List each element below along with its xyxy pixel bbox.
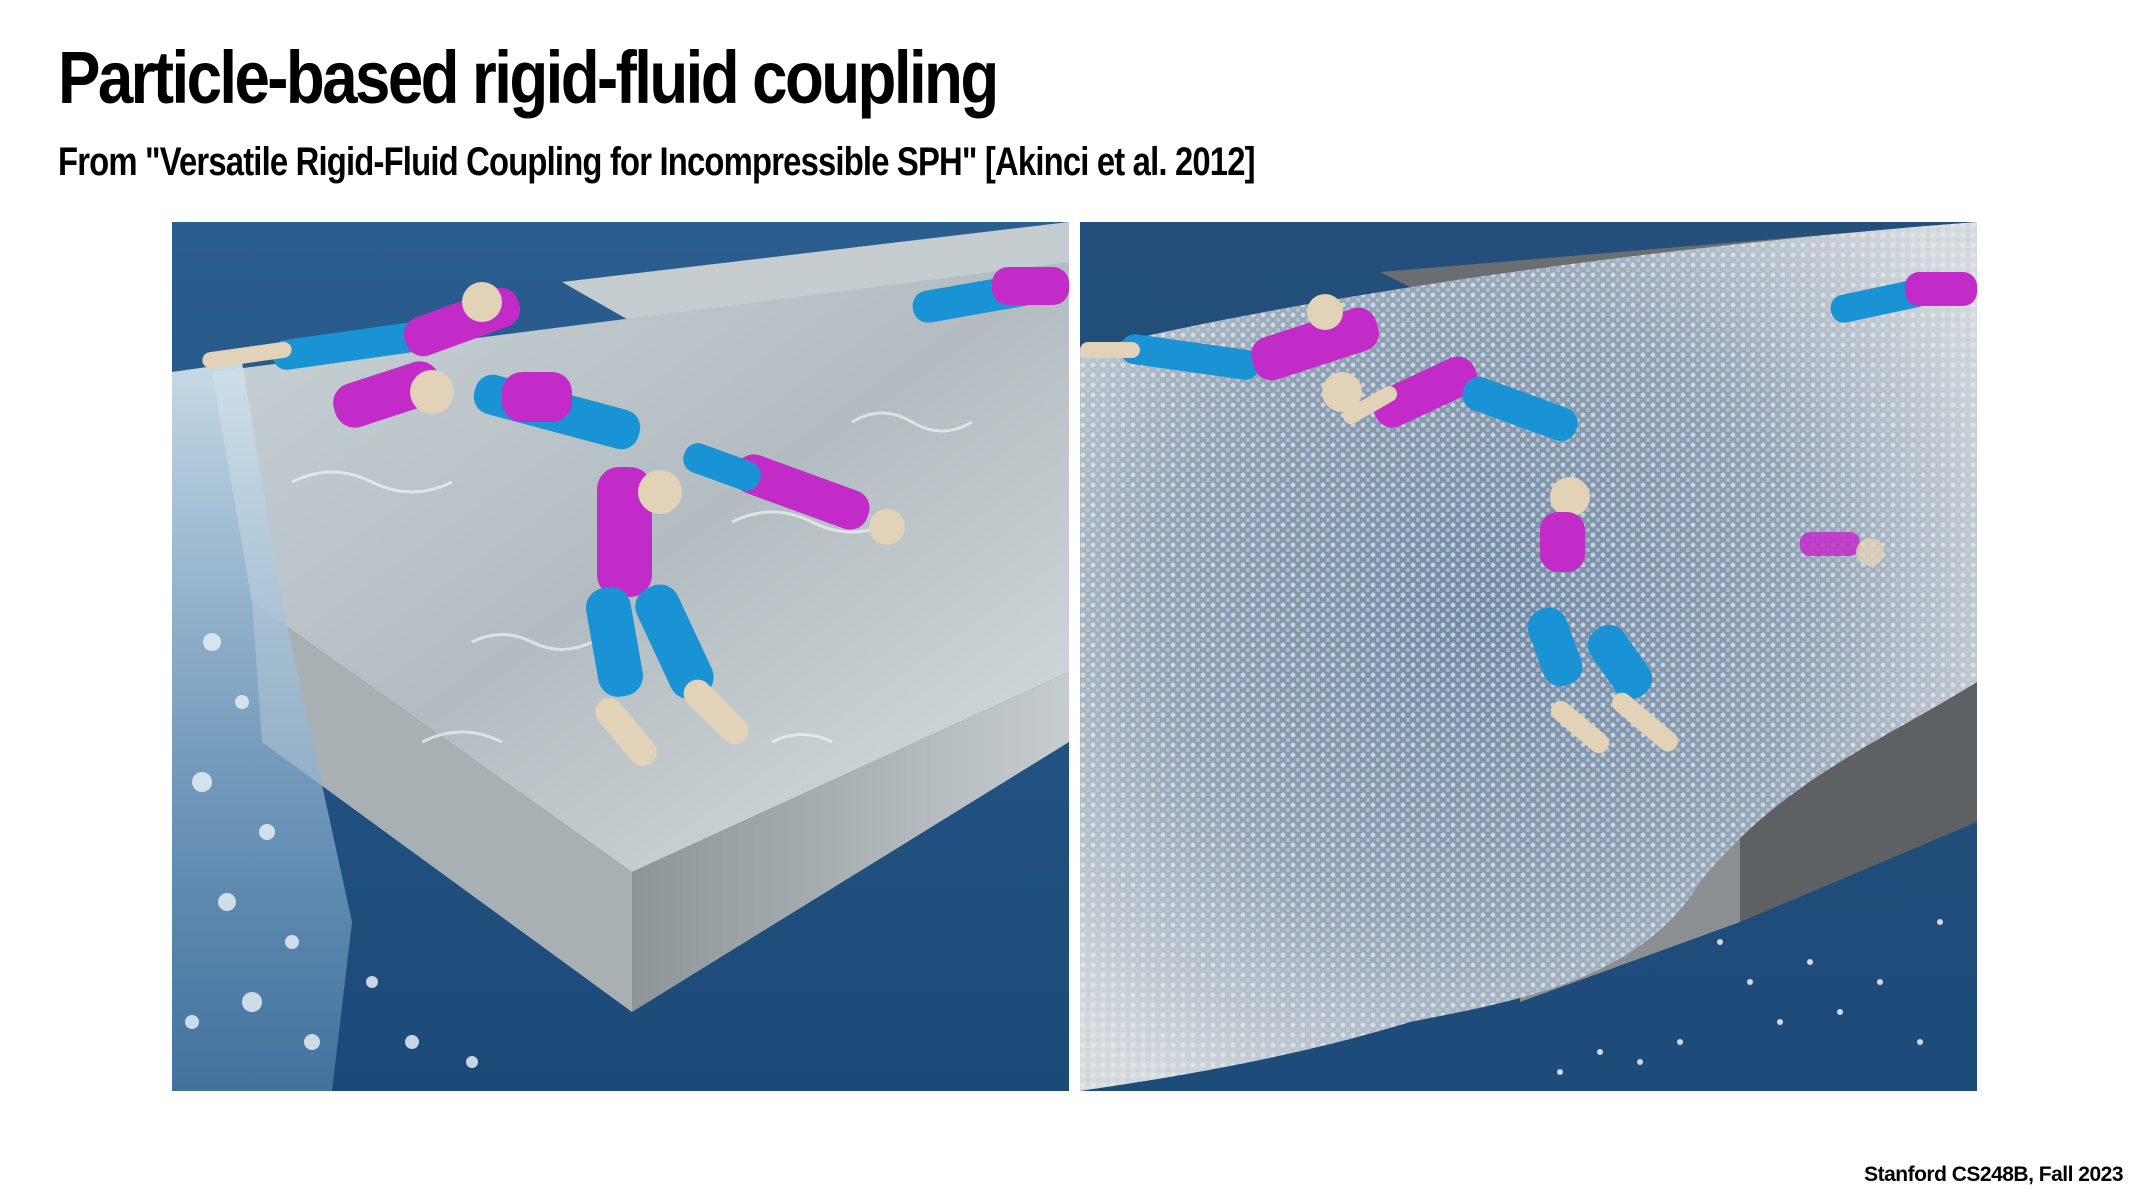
figure-group-1 xyxy=(202,282,521,370)
particle-figure-group-5 xyxy=(1830,272,1977,323)
slide-title: Particle-based rigid-fluid coupling xyxy=(58,36,999,119)
figure-group-2 xyxy=(333,361,641,450)
rendered-fluid-image xyxy=(172,222,1069,1091)
particle-figure-group-2 xyxy=(1342,356,1578,441)
particle-figure-group-4 xyxy=(1800,532,1884,566)
particle-visualization-image xyxy=(1080,222,1977,1091)
figure-group-3 xyxy=(585,467,749,766)
figure-group-5 xyxy=(912,267,1069,323)
figure-group-4 xyxy=(683,443,905,545)
rendered-fluid-svg xyxy=(172,222,1069,1091)
course-footer: Stanford CS248B, Fall 2023 xyxy=(1864,1163,2123,1186)
slide-subtitle: From "Versatile Rigid-Fluid Coupling for… xyxy=(58,140,1256,184)
particle-visualization-svg xyxy=(1080,222,1977,1091)
particle-figure-group-1 xyxy=(1080,294,1379,412)
particle-figure-group-3 xyxy=(1527,477,1678,754)
